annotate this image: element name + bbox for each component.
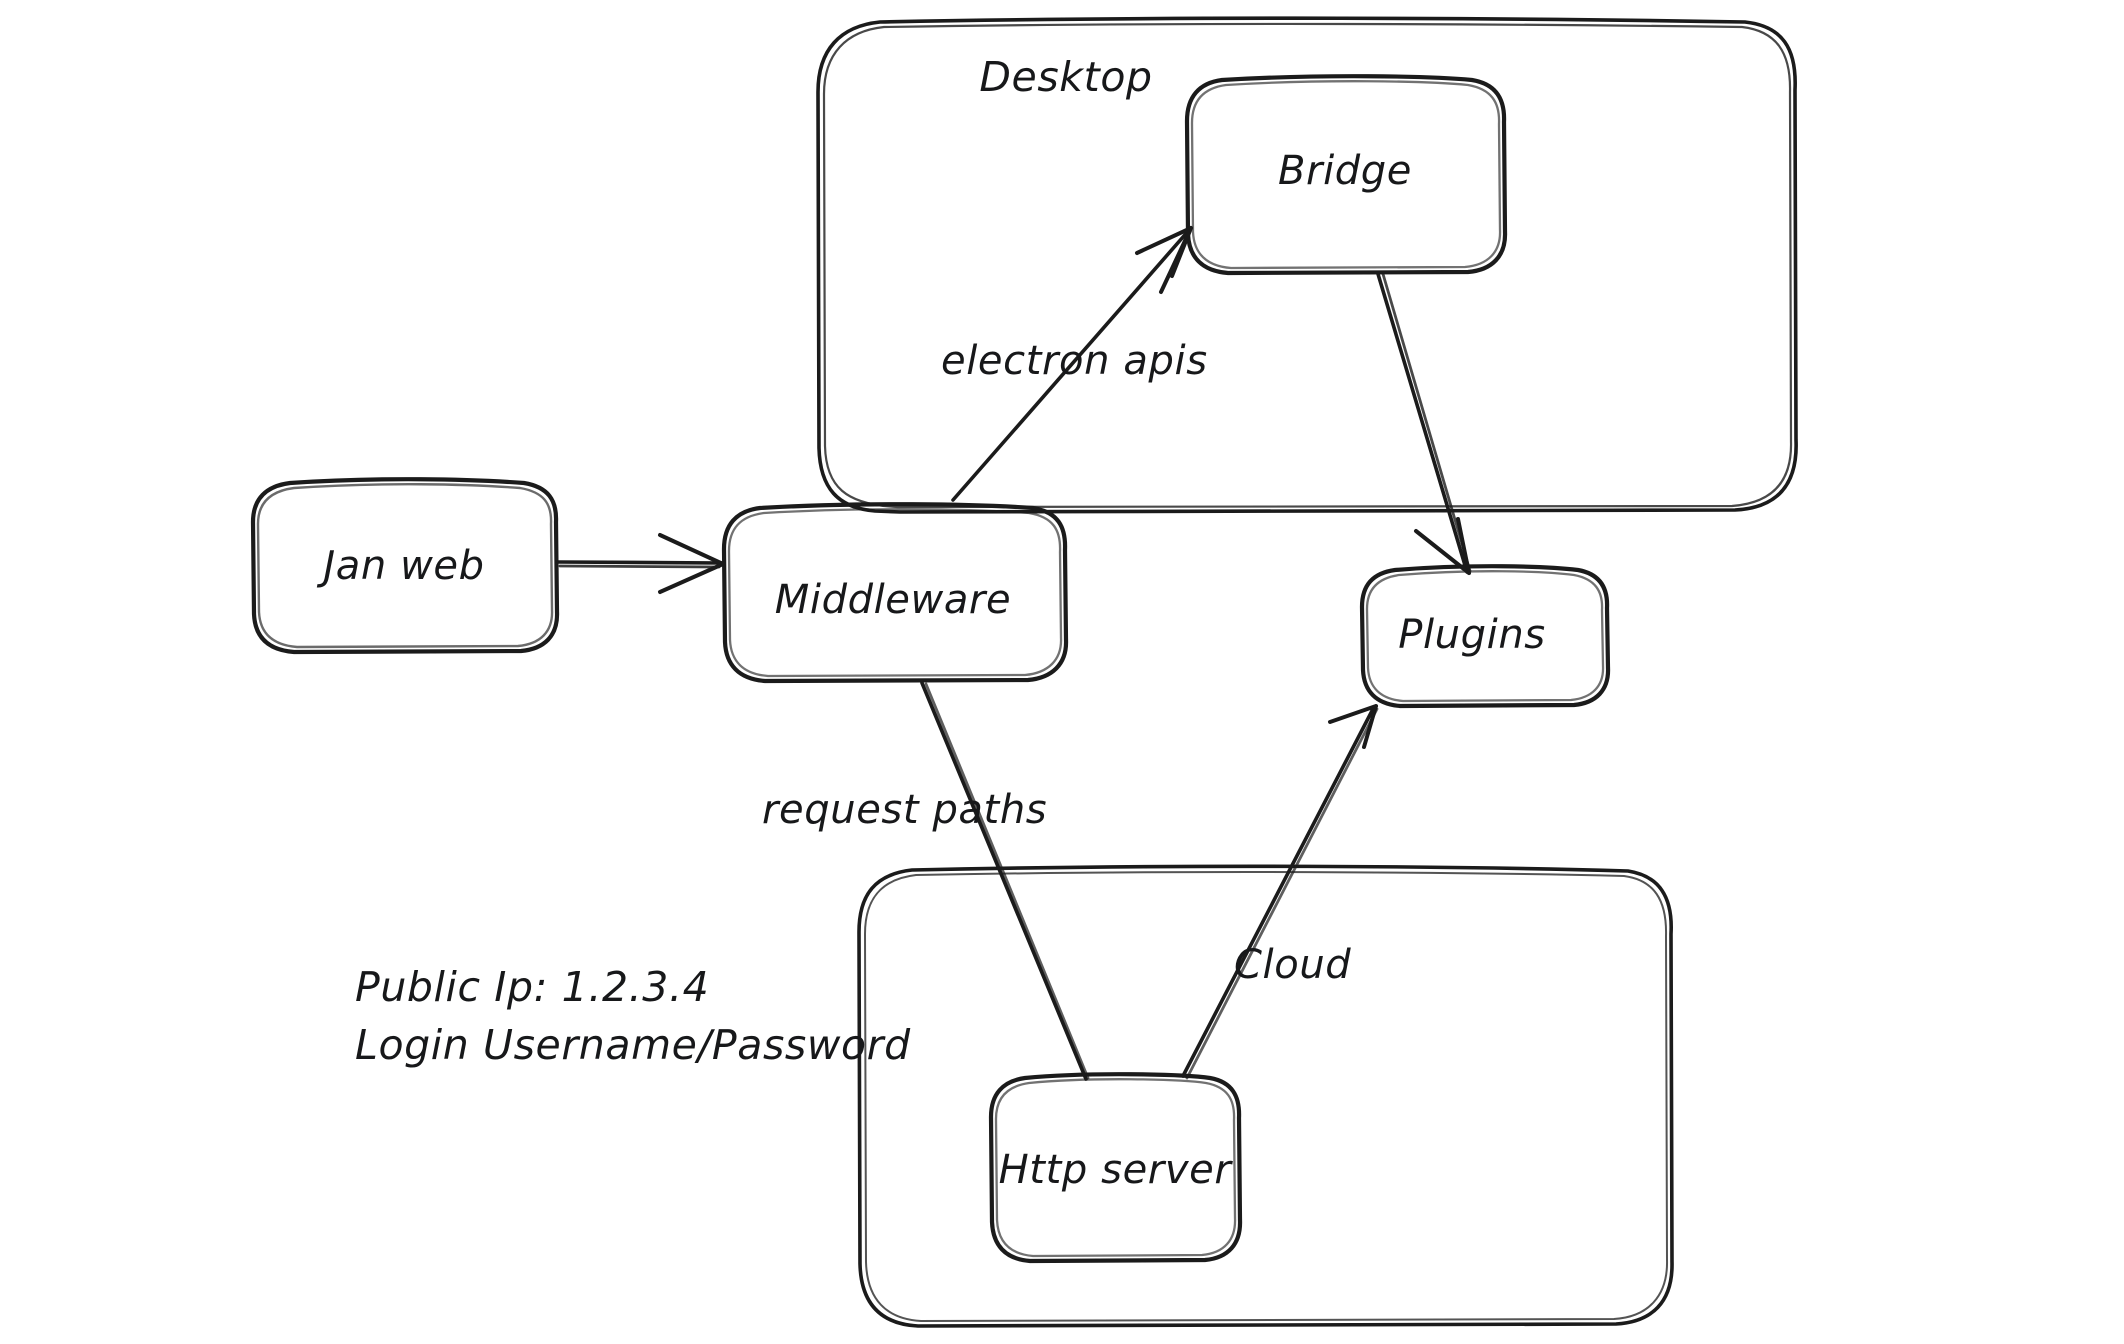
middleware-to-bridge-arrowhead <box>1135 226 1193 294</box>
note-public-ip: Public Ip: 1.2.3.4 <box>355 963 709 1011</box>
node-plugins[interactable]: Plugins <box>1359 564 1611 709</box>
bridge-to-plugins-arrowhead <box>1414 517 1471 575</box>
node-jan-web[interactable]: Jan web <box>250 477 560 655</box>
plugins-box-outline <box>1359 564 1611 709</box>
middleware-box-outline <box>721 502 1069 684</box>
node-http-server[interactable]: Http server <box>988 1072 1243 1264</box>
jan-web-label: Jan web <box>316 543 484 589</box>
middleware-box-outline-sketch <box>727 508 1063 678</box>
bridge-box-outline-sketch <box>1190 80 1502 270</box>
node-middleware[interactable]: Middleware <box>721 502 1069 684</box>
janweb-to-middleware-line <box>556 560 724 565</box>
bridge-box-outline <box>1184 74 1508 276</box>
middleware-to-bridge-line <box>951 227 1192 502</box>
bridge-to-plugins-line-sketch <box>1381 272 1472 573</box>
edge-middleware-to-httpserver: request paths <box>762 681 1090 1081</box>
httpserver-to-plugins-line-sketch <box>1185 707 1379 1080</box>
middleware-to-httpserver-line-sketch <box>924 682 1090 1080</box>
http-server-box-outline-sketch <box>994 1078 1237 1258</box>
bridge-to-plugins-line <box>1376 272 1469 574</box>
edge-janweb-to-middleware <box>556 533 725 594</box>
container-cloud <box>857 864 1674 1328</box>
http-server-label: Http server <box>999 1147 1234 1193</box>
bridge-label: Bridge <box>1278 148 1412 194</box>
notes-block: Public Ip: 1.2.3.4 Login Username/Passwo… <box>355 963 911 1069</box>
desktop-container-label: Desktop <box>979 53 1152 101</box>
middleware-to-httpserver-line <box>920 681 1088 1081</box>
httpserver-to-plugins-line <box>1181 705 1376 1078</box>
middleware-label: Middleware <box>775 577 1011 623</box>
edge-label-request-paths: request paths <box>762 787 1047 833</box>
cloud-container-outline <box>857 864 1674 1328</box>
edge-label-electron-apis: electron apis <box>941 338 1208 384</box>
janweb-to-middleware-arrowhead <box>658 533 725 594</box>
edge-bridge-to-plugins <box>1376 272 1472 575</box>
desktop-container-outline-sketch <box>822 22 1793 509</box>
janweb-to-middleware-line-sketch <box>558 564 721 569</box>
node-bridge[interactable]: Bridge <box>1184 74 1508 276</box>
jan-web-box-outline <box>250 477 560 655</box>
desktop-container-outline <box>816 16 1798 514</box>
edge-label-cloud: Cloud <box>1234 942 1351 988</box>
edge-httpserver-to-plugins: Cloud <box>1181 704 1379 1080</box>
jan-web-box-outline-sketch <box>256 483 554 649</box>
plugins-box-outline-sketch <box>1365 570 1605 703</box>
cloud-container-outline-sketch <box>864 871 1669 1322</box>
edge-middleware-to-bridge: electron apis <box>941 226 1208 502</box>
http-server-box-outline <box>988 1072 1243 1264</box>
plugins-label: Plugins <box>1398 612 1545 658</box>
httpserver-to-plugins-arrowhead <box>1328 704 1378 749</box>
container-desktop: Desktop <box>816 16 1798 514</box>
note-login: Login Username/Password <box>355 1021 911 1069</box>
